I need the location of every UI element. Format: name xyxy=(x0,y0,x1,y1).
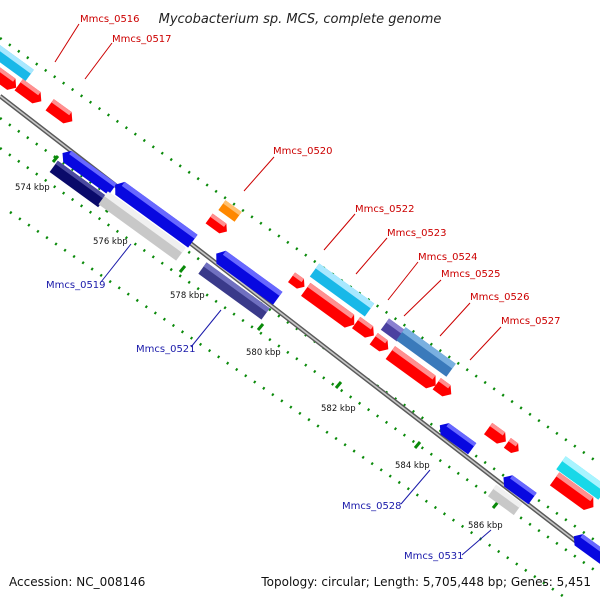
gene-0526[interactable] xyxy=(396,327,456,377)
gene-label-0517[interactable]: Mmcs_0517 xyxy=(112,34,172,45)
gene-blue-586[interactable] xyxy=(499,472,537,505)
gene-0524[interactable] xyxy=(351,316,378,341)
gene-label-0523[interactable]: Mmcs_0523 xyxy=(387,228,447,239)
gene-label-0525[interactable]: Mmcs_0525 xyxy=(441,269,501,280)
gene-cyan-topleft[interactable] xyxy=(0,25,34,82)
gene-0520[interactable] xyxy=(218,200,242,222)
gene-0527b[interactable] xyxy=(432,378,456,400)
tick-label-584: 584 kbp xyxy=(395,461,430,471)
gene-0522a[interactable] xyxy=(288,272,308,291)
gene-label-0527[interactable]: Mmcs_0527 xyxy=(501,316,561,327)
tick-label-576: 576 kbp xyxy=(93,237,128,247)
gene-0522[interactable] xyxy=(309,263,375,317)
gene-0517[interactable] xyxy=(14,79,46,107)
forward-genes xyxy=(0,25,600,513)
map-title: Mycobacterium sp. MCS, complete genome xyxy=(159,12,442,27)
gene-0528a[interactable] xyxy=(483,422,510,447)
dotted-track-outer xyxy=(0,36,600,466)
genome-summary-text: Topology: circular; Length: 5,705,448 bp… xyxy=(260,575,591,589)
gene-navy-574[interactable] xyxy=(49,160,107,208)
gene-blue-578[interactable] xyxy=(212,247,283,305)
gene-0525[interactable] xyxy=(380,318,406,342)
gene-0517b[interactable] xyxy=(45,99,77,127)
tick-label-586: 586 kbp xyxy=(468,521,503,531)
gene-label-0516[interactable]: Mmcs_0516 xyxy=(80,14,140,25)
gene-label-0531[interactable]: Mmcs_0531 xyxy=(404,551,464,562)
gene-blue-574[interactable] xyxy=(58,147,117,196)
gene-blue-576[interactable] xyxy=(110,178,198,248)
gene-label-0524[interactable]: Mmcs_0524 xyxy=(418,252,478,263)
gene-0531[interactable] xyxy=(487,484,523,516)
gene-label-0526[interactable]: Mmcs_0526 xyxy=(470,292,530,303)
gene-0525b[interactable] xyxy=(369,333,393,355)
gene-0523[interactable] xyxy=(301,282,359,331)
reverse-genes xyxy=(49,147,600,572)
tick-label-580: 580 kbp xyxy=(246,348,281,358)
gene-label-0528[interactable]: Mmcs_0528 xyxy=(342,501,402,512)
gene-label-0519[interactable]: Mmcs_0519 xyxy=(46,280,106,291)
gene-cyan-right[interactable] xyxy=(556,456,600,500)
gene-0528b[interactable] xyxy=(503,438,522,456)
gene-label-0522[interactable]: Mmcs_0522 xyxy=(355,204,415,215)
gene-0520b[interactable] xyxy=(205,213,231,237)
dotted-track-inner-forward xyxy=(0,116,600,546)
tick-label-578: 578 kbp xyxy=(170,291,205,301)
gene-0516[interactable] xyxy=(0,58,20,94)
gene-0528[interactable] xyxy=(436,420,477,455)
gene-0519[interactable] xyxy=(98,191,186,261)
tick-label-582: 582 kbp xyxy=(321,404,356,414)
accession-text: Accession: NC_008146 xyxy=(9,575,145,589)
gene-label-0520[interactable]: Mmcs_0520 xyxy=(273,146,333,157)
gene-0527[interactable] xyxy=(385,346,441,392)
gene-0521[interactable] xyxy=(198,262,270,320)
tick-label-574: 574 kbp xyxy=(15,183,50,193)
dotted-track-reverse xyxy=(0,146,600,576)
gene-red-right[interactable] xyxy=(549,472,598,513)
label-leaders xyxy=(54,23,502,556)
gene-blue-edge[interactable] xyxy=(570,531,600,572)
gene-label-0521[interactable]: Mmcs_0521 xyxy=(136,344,196,355)
